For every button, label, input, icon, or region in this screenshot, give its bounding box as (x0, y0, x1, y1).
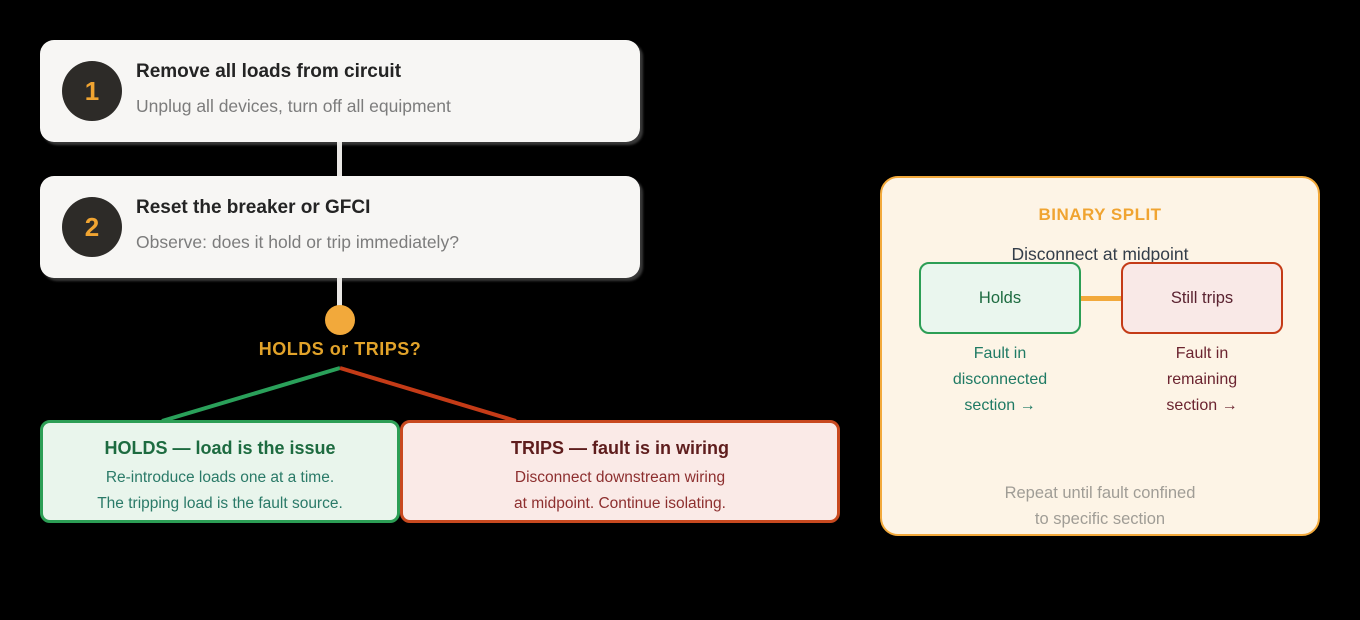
branch-line-trips (339, 366, 517, 423)
step-card-1: 1 Remove all loads from circuit Unplug a… (40, 40, 640, 142)
connector-step1-step2 (337, 142, 342, 176)
holds-outcome-line: Re-introduce loads one at a time. (105, 469, 335, 486)
footer-line: Repeat until fault confined (1004, 484, 1196, 502)
trips-caption-line: section → (1166, 397, 1238, 414)
trips-outcome-body: Disconnect downstream wiring at midpoint… (403, 465, 837, 517)
decision-label: HOLDS or TRIPS? (258, 339, 422, 359)
branch-line-holds (161, 366, 341, 423)
holds-caption: Fault in disconnected section → (919, 341, 1081, 419)
holds-caption-line: Fault in (973, 345, 1027, 362)
step-title: Remove all loads from circuit (136, 61, 402, 82)
step-number-badge: 2 (62, 197, 122, 257)
step-title: Reset the breaker or GFCI (136, 197, 371, 218)
mini-still-trips-box: Still trips (1121, 262, 1283, 334)
step-subtitle: Unplug all devices, turn off all equipme… (136, 96, 451, 116)
mini-boxes-connector (1081, 296, 1121, 301)
mini-holds-box: Holds (919, 262, 1081, 334)
binary-split-subtitle: Disconnect at midpoint (1011, 244, 1189, 264)
decision-node-dot (325, 305, 355, 335)
trips-outcome-line: Disconnect downstream wiring (514, 469, 726, 486)
trips-outcome-line: at midpoint. Continue isolating. (514, 495, 726, 512)
binary-split-panel: BINARY SPLIT Disconnect at midpoint Hold… (880, 176, 1320, 536)
binary-split-title: BINARY SPLIT (1038, 205, 1162, 224)
holds-outcome-line: The tripping load is the fault source. (97, 495, 343, 512)
step-subtitle: Observe: does it hold or trip immediatel… (136, 232, 459, 252)
holds-caption-line: section → (964, 397, 1036, 414)
trips-caption: Fault in remaining section → (1121, 341, 1283, 419)
holds-outcome-body: Re-introduce loads one at a time. The tr… (43, 465, 397, 517)
step-number-badge: 1 (62, 61, 122, 121)
trips-outcome-box: TRIPS — fault is in wiring Disconnect do… (400, 420, 840, 523)
holds-caption-line: disconnected (952, 371, 1048, 388)
footer-line: to specific section (1034, 510, 1166, 528)
trips-outcome-title: TRIPS — fault is in wiring (510, 438, 729, 458)
trips-caption-line: remaining (1166, 371, 1238, 388)
step-card-2: 2 Reset the breaker or GFCI Observe: doe… (40, 176, 640, 278)
holds-outcome-title: HOLDS — load is the issue (104, 438, 336, 458)
holds-outcome-box: HOLDS — load is the issue Re-introduce l… (40, 420, 400, 523)
trips-caption-line: Fault in (1175, 345, 1229, 362)
binary-split-footer: Repeat until fault confined to specific … (882, 480, 1318, 532)
connector-step2-decision (337, 278, 342, 307)
